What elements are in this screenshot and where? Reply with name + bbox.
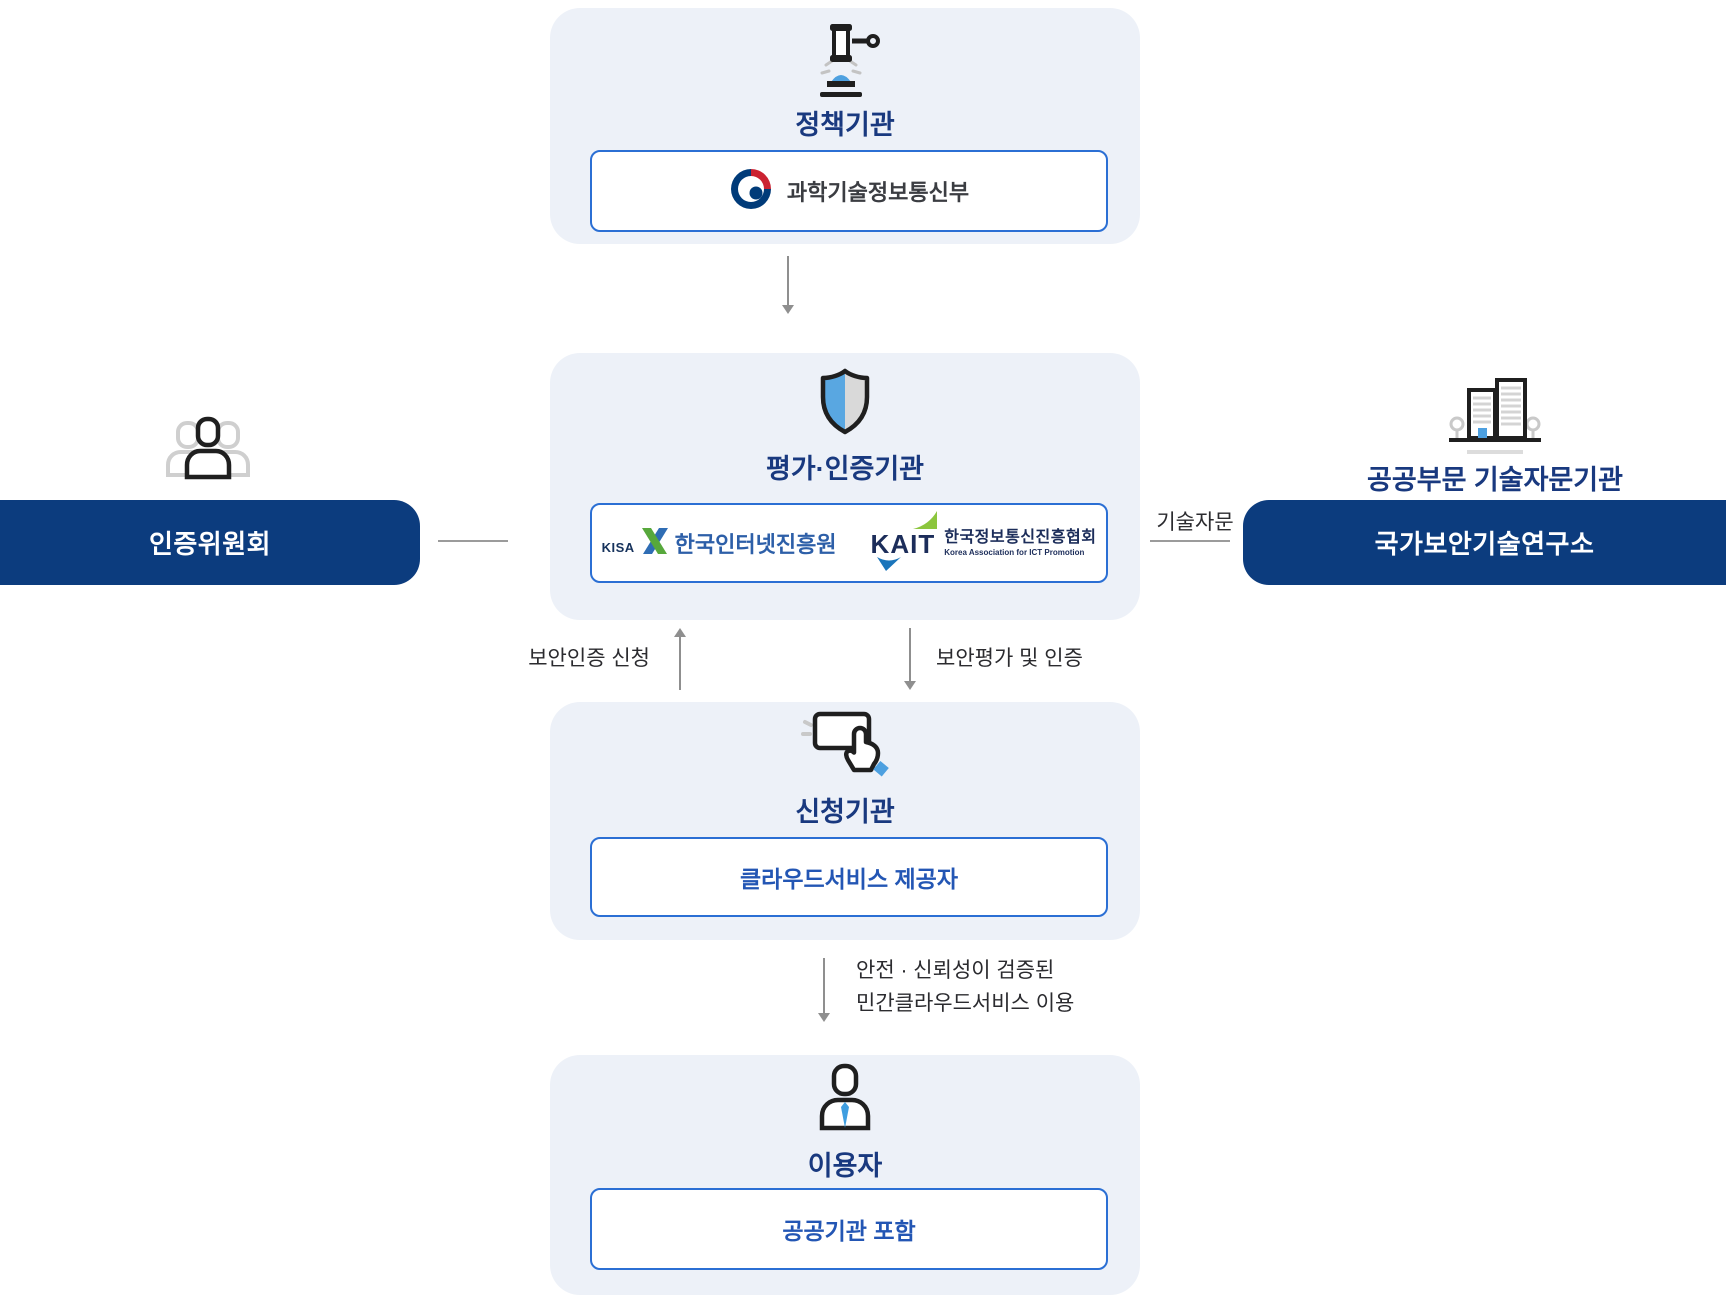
kisa-name: 한국인터넷진흥원 [674, 532, 837, 557]
advisory-box: 국가보안기술연구소 [1243, 500, 1726, 585]
kait-blue-swoosh-icon [876, 555, 903, 576]
click-hand-icon [797, 708, 893, 787]
kait-logo: KAIT 한국정보통신진흥협회 Korea Association for IC… [870, 510, 1097, 572]
certify-label: 보안평가 및 인증 [936, 647, 1083, 670]
kait-abbr: KAIT [870, 528, 936, 559]
arrow-certify-down [904, 628, 916, 690]
policy-title: 정책기관 [795, 110, 895, 140]
person-icon [815, 1062, 875, 1141]
user-org-box: 공공기관 포함 [590, 1188, 1108, 1270]
arrow-apply-up [674, 628, 686, 690]
advisory-title: 공공부문 기술자문기관 [1367, 465, 1623, 495]
kait-name: 한국정보통신진흥협회 [944, 529, 1097, 547]
evaluation-title: 평가·인증기관 [765, 454, 925, 484]
arrow-policy-to-evaluation [782, 256, 794, 314]
use-label-line2: 민간클라우드서비스 이용 [856, 992, 1075, 1015]
policy-org-box: 과학기술정보통신부 [590, 150, 1108, 232]
kait-name-en: Korea Association for ICT Promotion [944, 547, 1085, 557]
arrow-use-down [818, 958, 830, 1022]
committee-box: 인증위원회 [0, 500, 420, 585]
apply-label: 보안인증 신청 [528, 647, 650, 670]
shield-icon [813, 366, 877, 443]
kait-green-swoosh-icon [912, 510, 939, 534]
use-label-line1: 안전 · 신뢰성이 검증된 [856, 959, 1055, 982]
advisory-connector-line [1150, 540, 1230, 542]
kisa-abbr: KISA [601, 539, 635, 555]
policy-org-name: 과학기술정보통신부 [786, 180, 970, 205]
buildings-icon [1445, 372, 1545, 465]
applicant-org-box: 클라우드서비스 제공자 [590, 837, 1108, 917]
gavel-icon [805, 20, 885, 107]
committee-connector-line [438, 540, 508, 542]
applicant-title: 신청기관 [795, 797, 895, 827]
user-title: 이용자 [807, 1151, 883, 1181]
kisa-mark-icon [641, 526, 669, 561]
kisa-logo: KISA 한국인터넷진흥원 [602, 526, 837, 561]
user-org-name: 공공기관 포함 [782, 1218, 916, 1244]
advisory-relation-label: 기술자문 [1156, 511, 1234, 534]
msit-emblem-icon [729, 167, 773, 216]
use-label: 안전 · 신뢰성이 검증된 민간클라우드서비스 이용 [856, 954, 1074, 1020]
applicant-org-name: 클라우드서비스 제공자 [740, 866, 958, 892]
people-group-icon [158, 413, 258, 490]
evaluation-org-box: KISA 한국인터넷진흥원 KAIT [590, 503, 1108, 583]
